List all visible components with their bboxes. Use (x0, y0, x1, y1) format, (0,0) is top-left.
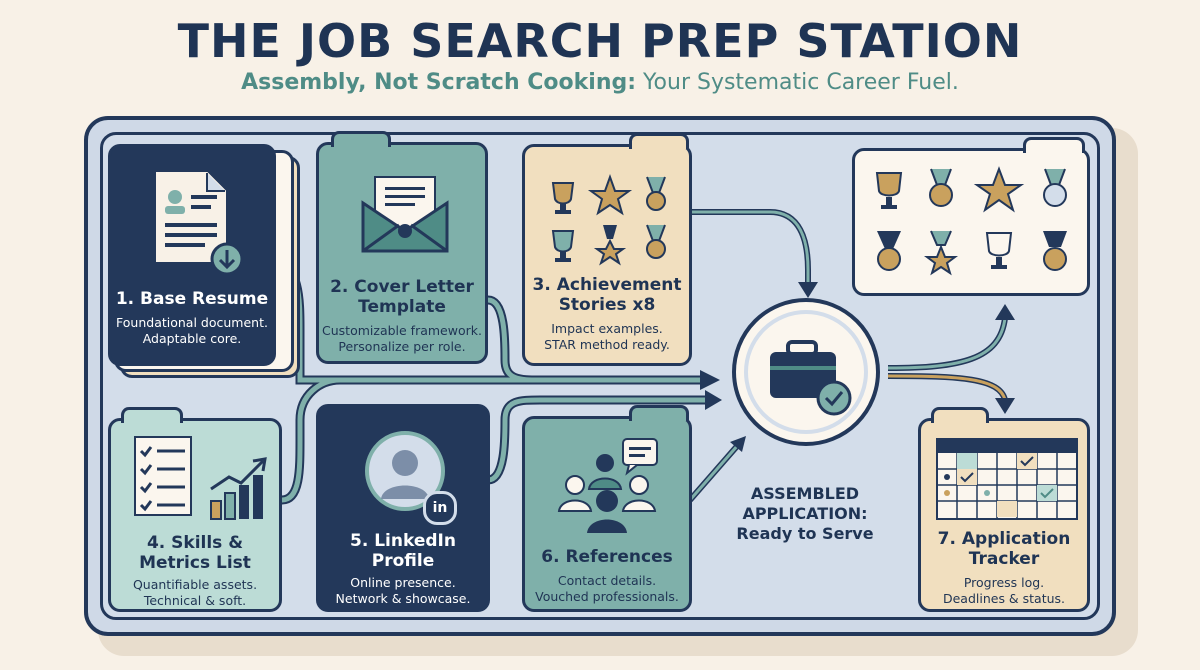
hub-line-1: ASSEMBLED (750, 484, 860, 503)
trophy-icon (551, 230, 575, 262)
references-desc-2: Vouched professionals. (535, 589, 679, 604)
page-title: THE JOB SEARCH PREP STATION (177, 14, 1023, 68)
skills-title-1: 4. Skills & (146, 533, 244, 553)
achievements-desc-1: Impact examples. (551, 321, 663, 336)
resume-document-icon (156, 172, 226, 262)
awards-grid (875, 166, 1067, 276)
group-people-icon (557, 438, 658, 533)
cover-desc-1: Customizable framework. (322, 323, 482, 338)
hub-label: ASSEMBLED APPLICATION: Ready to Serve (720, 484, 890, 544)
card-awards-collection[interactable] (852, 137, 1090, 296)
calendar-grid-icon (936, 438, 1078, 520)
subtitle-rest: Your Systematic Career Fuel. (636, 70, 959, 95)
cover-desc-2: Personalize per role. (338, 339, 466, 354)
trophy-icon (985, 232, 1013, 269)
check-circle-icon (816, 380, 852, 416)
folder-tab (629, 405, 689, 421)
skills-desc-1: Quantifiable assets. (132, 577, 258, 592)
medal-icon (924, 230, 958, 276)
references-desc-1: Contact details. (557, 573, 657, 588)
star-icon (587, 174, 633, 216)
folder-tab (1023, 137, 1085, 153)
medal-icon (877, 231, 901, 271)
card-linkedin-profile[interactable]: in 5. LinkedIn Profile Online presence. … (316, 404, 490, 612)
tracker-title-2: Tracker (968, 549, 1040, 569)
folder-tab (331, 131, 391, 147)
person-avatar-icon (365, 431, 445, 511)
medal-icon (646, 176, 666, 211)
linkedin-title-2: Profile (371, 551, 435, 571)
card-achievement-stories[interactable]: 3. Achievement Stories x8 Impact example… (522, 133, 692, 366)
linkedin-desc-2: Network & showcase. (335, 591, 471, 606)
resume-title: 1. Base Resume (115, 289, 269, 309)
tracker-title-1: 7. Application (937, 529, 1071, 549)
medal-icon (1043, 168, 1067, 207)
card-skills-metrics[interactable]: 4. Skills & Metrics List Quantifiable as… (108, 407, 282, 612)
checklist-icon (134, 436, 192, 516)
download-arrow-icon (210, 242, 244, 276)
cover-title-1: 2. Cover Letter (330, 277, 474, 297)
cover-title-2: Template (358, 297, 446, 317)
hub-line-2: APPLICATION: (742, 504, 868, 523)
card-application-tracker[interactable]: 7. Application Tracker Progress log. Dea… (918, 407, 1090, 612)
linkedin-desc-1: Online presence. (350, 575, 456, 590)
medal-icon (646, 224, 666, 259)
linkedin-badge-icon: in (423, 491, 457, 525)
tracker-desc-2: Deadlines & status. (942, 591, 1066, 606)
skills-title-2: Metrics List (139, 553, 251, 573)
trophy-icon (875, 172, 903, 209)
page-subtitle: Assembly, Not Scratch Cooking: Your Syst… (0, 70, 1200, 95)
hub-line-3: Ready to Serve (736, 524, 874, 543)
skills-desc-2: Technical & soft. (143, 593, 247, 608)
achievements-desc-2: STAR method ready. (544, 337, 670, 352)
card-references[interactable]: 6. References Contact details. Vouched p… (522, 405, 692, 612)
folder-tab (629, 133, 689, 149)
bar-chart-icon (210, 457, 267, 520)
medal-icon (593, 225, 627, 266)
achievements-title-1: 3. Achievement (532, 275, 682, 295)
tracker-desc-1: Progress log. (963, 575, 1045, 590)
card-base-resume[interactable]: 1. Base Resume Foundational document. Ad… (108, 144, 276, 366)
envelope-icon (361, 176, 449, 253)
speech-bubble-icon (622, 438, 658, 476)
folder-tab (931, 407, 989, 423)
briefcase-icon (770, 340, 836, 398)
folder-tab (121, 407, 183, 423)
medal-icon (929, 168, 953, 207)
card-cover-letter[interactable]: 2. Cover Letter Template Customizable fr… (316, 131, 488, 364)
achievement-icons (551, 174, 666, 266)
resume-desc-1: Foundational document. (116, 315, 268, 330)
medal-icon (1043, 231, 1067, 271)
resume-desc-2: Adaptable core. (142, 331, 242, 346)
achievements-title-2: Stories x8 (558, 295, 656, 315)
star-icon (973, 166, 1025, 213)
trophy-icon (551, 182, 575, 214)
assembled-application-hub (732, 298, 880, 446)
linkedin-title-1: 5. LinkedIn (350, 531, 456, 551)
subtitle-bold: Assembly, Not Scratch Cooking: (241, 70, 637, 95)
references-title: 6. References (541, 547, 673, 567)
